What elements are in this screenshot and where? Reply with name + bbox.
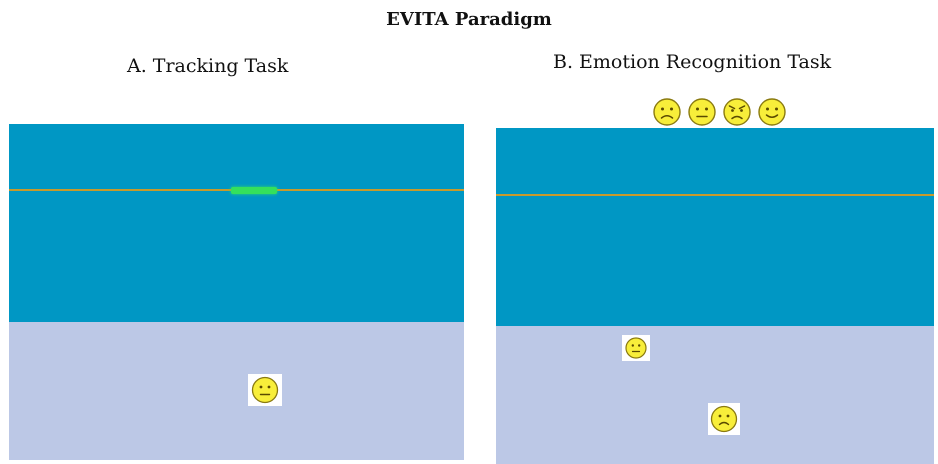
sad-face-icon[interactable] [652, 97, 682, 127]
tracking-line [496, 194, 934, 196]
angry-face-icon[interactable] [722, 97, 752, 127]
face-area [9, 322, 464, 460]
tracking-area [496, 128, 934, 326]
neutral-face-icon[interactable] [687, 97, 717, 127]
tracking-cursor[interactable] [231, 187, 277, 194]
neutral-face-icon [622, 335, 650, 361]
main-title: EVITA Paradigm [386, 9, 552, 30]
face-area [496, 326, 934, 464]
tracking-task-panel [9, 124, 464, 460]
panel-a-title: A. Tracking Task [127, 55, 289, 77]
panel-b-title: B. Emotion Recognition Task [553, 51, 832, 73]
emotion-options [652, 97, 790, 127]
neutral-face-icon [248, 374, 282, 406]
tracking-area [9, 124, 464, 322]
emotion-recognition-panel [496, 128, 934, 464]
sad-face-icon [708, 403, 740, 435]
happy-face-icon[interactable] [757, 97, 787, 127]
